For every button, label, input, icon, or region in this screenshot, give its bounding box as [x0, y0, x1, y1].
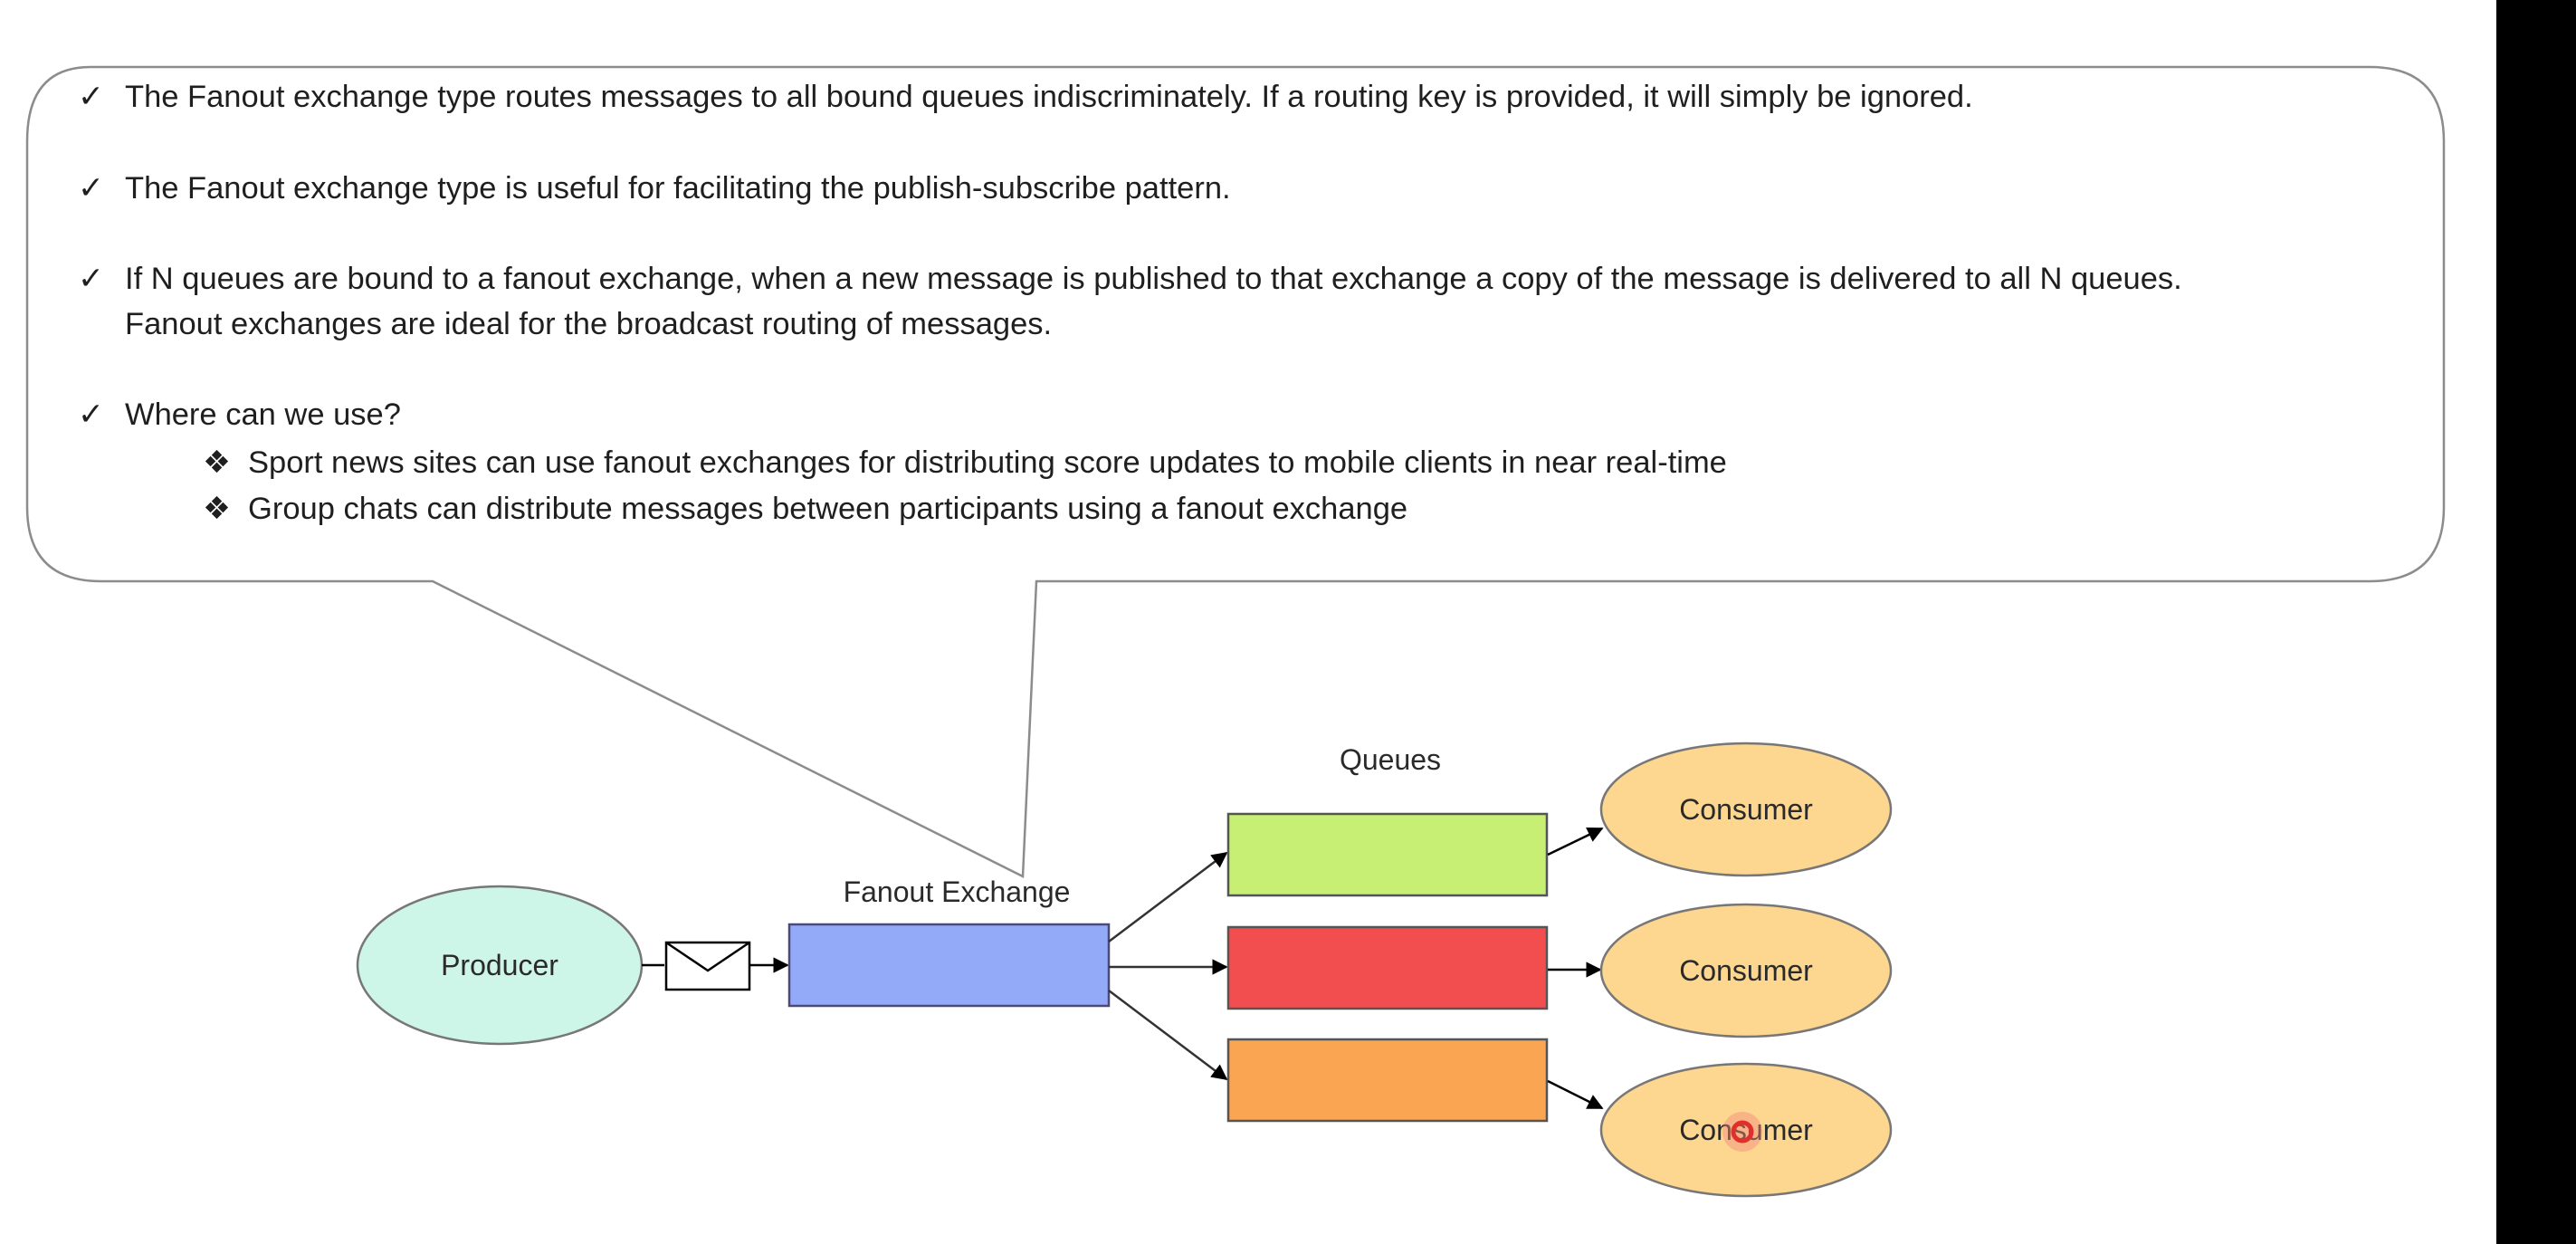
cursor-highlight-icon — [1722, 1112, 1762, 1152]
screen-edge-strip — [2496, 0, 2576, 1244]
exchange-label: Fanout Exchange — [844, 876, 1071, 908]
bullet-1-text: The Fanout exchange type routes messages… — [125, 80, 1973, 114]
bullet-3-text-line-1: If N queues are bound to a fanout exchan… — [125, 262, 2182, 296]
bullet-3-check-icon: ✓ — [78, 262, 104, 296]
queue-3 — [1226, 1038, 1549, 1123]
bullet-4-text: Where can we use? — [125, 397, 401, 432]
sub-bullet-2-diamond-icon: ❖ — [203, 492, 231, 526]
sub-bullet-1-diamond-icon: ❖ — [203, 445, 231, 480]
consumer-1-node — [1599, 742, 1893, 877]
bullet-2-text: The Fanout exchange type is useful for f… — [125, 171, 1231, 206]
exchange-to-queue-1-arrow — [1108, 851, 1228, 943]
sub-bullet-1-text: Sport news sites can use fanout exchange… — [248, 445, 1727, 480]
producer-label: Producer — [441, 949, 558, 981]
callout-bubble — [25, 65, 2446, 878]
bullet-1-check-icon: ✓ — [78, 80, 104, 114]
queue-3-to-consumer-arrow — [1547, 1079, 1604, 1110]
consumer-2-node — [1599, 903, 1893, 1038]
sub-bullet-2-text: Group chats can distribute messages betw… — [248, 492, 1407, 526]
consumer-1-label: Consumer — [1679, 793, 1813, 826]
queues-label: Queues — [1340, 743, 1441, 776]
bullet-4-check-icon: ✓ — [78, 397, 104, 432]
exchange-to-queue-3-arrow — [1108, 990, 1228, 1081]
bullet-3-text-line-2: Fanout exchanges are ideal for the broad… — [125, 307, 1052, 341]
consumer-3-node — [1599, 1062, 1893, 1198]
queue-2 — [1226, 925, 1549, 1010]
queue-1 — [1226, 812, 1549, 897]
bullet-2-check-icon: ✓ — [78, 171, 104, 206]
queue-1-to-consumer-arrow — [1547, 827, 1604, 856]
envelope-icon — [664, 941, 751, 991]
consumer-2-label: Consumer — [1679, 954, 1813, 987]
fanout-exchange-node — [787, 923, 1111, 1008]
